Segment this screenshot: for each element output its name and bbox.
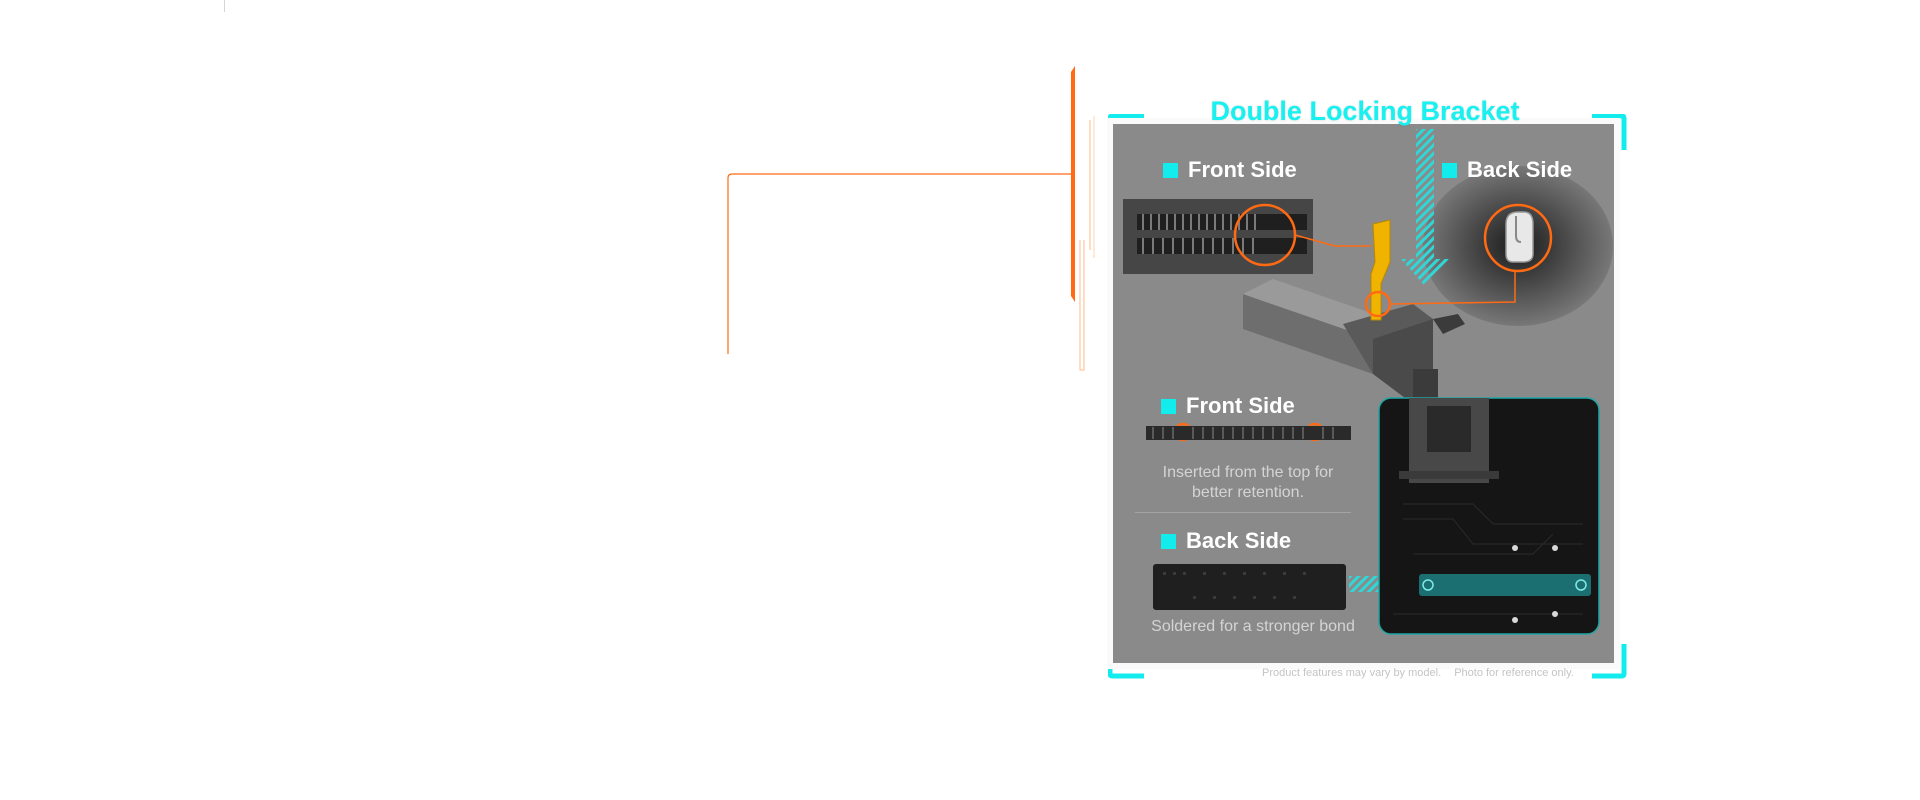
front-section-label: Front Side (1161, 393, 1295, 419)
back-solder-board (1153, 564, 1346, 610)
back-peg (1505, 211, 1534, 263)
yellow-latch (1370, 219, 1391, 321)
top-front-side-text: Front Side (1188, 157, 1297, 182)
front-description-line1: Inserted from the top for (1162, 464, 1334, 481)
back-section-text: Back Side (1186, 528, 1292, 553)
square-bullet-icon (1161, 398, 1176, 414)
back-section-label: Back Side (1161, 528, 1291, 554)
front-slot-closeup (1123, 199, 1313, 274)
footnote-part2: Photo for reference only. (1454, 667, 1574, 679)
bracket-illustration (1123, 129, 1613, 635)
down-arrow-icon (1401, 129, 1449, 286)
front-description-line2: better retention. (1191, 484, 1305, 501)
cyan-frame-corners (1108, 114, 1627, 679)
square-bullet-icon (1163, 162, 1178, 178)
front-slot-small (1146, 426, 1351, 440)
front-section-text: Front Side (1186, 393, 1295, 418)
section-divider (1135, 512, 1351, 513)
front-section-description: Inserted from the top for better retenti… (1140, 463, 1356, 503)
top-left-tick (224, 0, 225, 12)
footnote: Product features may vary by model. Phot… (1262, 667, 1574, 679)
top-back-side-text: Back Side (1467, 157, 1573, 182)
motherboard-inset (1378, 397, 1600, 635)
square-bullet-icon (1161, 533, 1176, 549)
feature-title: Double Locking Bracket (1210, 96, 1520, 126)
top-front-side-label: Front Side (1163, 157, 1297, 183)
pcie-slot-render (1243, 279, 1465, 424)
square-bullet-icon (1442, 162, 1457, 178)
footnote-part1: Product features may vary by model. (1262, 667, 1442, 679)
back-section-description: Soldered for a stronger bond (1151, 618, 1355, 635)
top-back-side-label: Back Side (1442, 157, 1572, 183)
